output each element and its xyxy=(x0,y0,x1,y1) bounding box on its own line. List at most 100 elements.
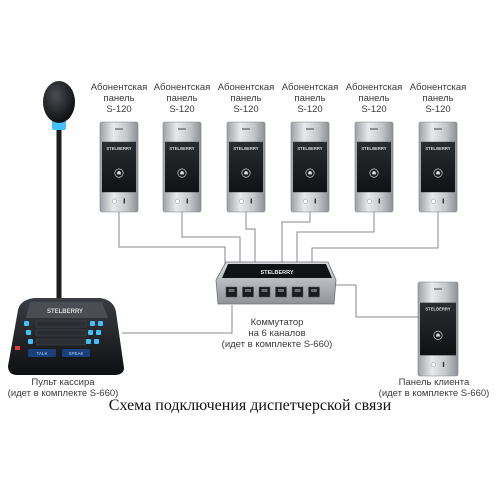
console-keys xyxy=(24,320,103,346)
bell-icon xyxy=(180,171,184,175)
panel-face xyxy=(420,302,456,356)
console-key-right xyxy=(98,321,103,326)
subscriber-panel-5: STELBERRY xyxy=(354,121,394,213)
wire-panel-2 xyxy=(181,212,241,265)
console-key-left xyxy=(24,321,29,326)
bell-icon xyxy=(308,171,312,175)
subscriber-panel-1: STELBERRY xyxy=(99,121,139,213)
bell-icon xyxy=(436,171,440,175)
panel-top-slot xyxy=(178,128,186,130)
wire-panel-6 xyxy=(311,212,439,265)
subscriber-panel-3: STELBERRY xyxy=(226,121,266,213)
panel-led xyxy=(378,198,380,204)
panel-face xyxy=(293,141,327,193)
call-button-ring xyxy=(369,168,379,178)
subscriber-panel-4: STELBERRY xyxy=(290,121,330,213)
console-button-speak xyxy=(62,349,90,357)
switch-port-contacts xyxy=(228,289,235,292)
switch-ports xyxy=(225,286,320,298)
switch-6-channel: STELBERRY xyxy=(215,261,337,305)
console-key-right xyxy=(90,321,95,326)
panel-brand-logo: STELBERRY xyxy=(106,146,131,151)
panel-brand-logo: STELBERRY xyxy=(425,146,450,151)
call-button-ring xyxy=(114,168,124,178)
console-key-left xyxy=(28,339,33,344)
switch-port-contacts xyxy=(311,289,317,292)
panel-face xyxy=(229,141,263,193)
panel-speaker-hole xyxy=(238,198,244,204)
client-label: Панель клиента(идет в комплекте S-660) xyxy=(378,377,490,399)
wire-client xyxy=(333,284,418,318)
microphone-icon xyxy=(43,81,75,123)
panel-face xyxy=(165,141,199,193)
console-display-row xyxy=(35,320,87,328)
panel-led xyxy=(314,198,316,204)
bell-icon xyxy=(372,171,376,175)
console-label: Пульт кассира(идет в комплекте S-660) xyxy=(7,377,119,399)
panel-brand-logo: STELBERRY xyxy=(361,146,386,151)
panel-top-slot xyxy=(434,288,442,290)
subscriber-panel-2: STELBERRY xyxy=(162,121,202,213)
cashier-console: STELBERRY TALK SPEAK xyxy=(8,81,124,375)
call-button-ring xyxy=(241,168,251,178)
wires xyxy=(118,212,439,334)
call-button-ring xyxy=(177,168,187,178)
wire-console xyxy=(122,305,233,334)
client-panel: STELBERRY xyxy=(417,281,459,377)
panel-led xyxy=(123,198,125,204)
wire-panel-5 xyxy=(296,212,375,265)
console-button-talk-label: TALK xyxy=(37,351,48,356)
switch-top-panel xyxy=(222,264,332,278)
console-button-talk xyxy=(28,349,56,357)
panel-top-slot xyxy=(242,128,250,130)
panel-top-slot xyxy=(434,128,442,130)
call-button-ring xyxy=(433,330,443,340)
switch-port-contacts xyxy=(278,289,284,292)
wire-panel-4 xyxy=(281,212,311,265)
panel-top-slot xyxy=(306,128,314,130)
panel-brand-logo: STELBERRY xyxy=(169,146,194,151)
panel-speaker-hole xyxy=(430,362,436,368)
wire-panel-1 xyxy=(118,212,226,265)
panel-brand-logo: STELBERRY xyxy=(233,146,258,151)
bell-icon xyxy=(436,333,440,337)
panel-led xyxy=(442,198,444,204)
console-brand-logo: STELBERRY xyxy=(47,309,83,315)
client-panel-device: STELBERRY xyxy=(417,281,459,377)
subscriber-panel-6: STELBERRY xyxy=(418,121,458,213)
panel-brand-logo: STELBERRY xyxy=(297,146,322,151)
panel-speaker-hole xyxy=(111,198,117,204)
switch-port-contacts xyxy=(245,289,251,292)
panel-speaker-hole xyxy=(174,198,180,204)
bell-icon xyxy=(244,171,248,175)
panel-speaker-hole xyxy=(430,198,436,204)
switch-port-contacts xyxy=(261,289,268,292)
panel-brand-logo: STELBERRY xyxy=(425,307,450,312)
panel-top-slot xyxy=(370,128,378,130)
microphone-neck xyxy=(56,128,62,306)
console-button-speak-label: SPEAK xyxy=(68,351,83,356)
console-key-right xyxy=(86,339,91,344)
switch-port-contacts xyxy=(294,289,301,292)
diagram-caption: Схема подключения диспетчерской связи xyxy=(108,397,392,414)
switch-brand-logo: STELBERRY xyxy=(260,270,293,276)
panel-face xyxy=(421,141,455,193)
panel-led xyxy=(186,198,188,204)
subscriber-panels: STELBERRY STELBERRY STELBERRY STELBERRY STEL… xyxy=(99,121,458,213)
panel-led xyxy=(442,361,445,367)
panel-face xyxy=(357,141,391,193)
panel-top-slot xyxy=(115,128,123,130)
console-display-row xyxy=(35,338,87,346)
panel-face xyxy=(102,141,136,193)
panel-speaker-hole xyxy=(366,198,372,204)
console-led-red xyxy=(15,346,20,350)
panel-speaker-hole xyxy=(302,198,308,204)
call-button-ring xyxy=(305,168,315,178)
